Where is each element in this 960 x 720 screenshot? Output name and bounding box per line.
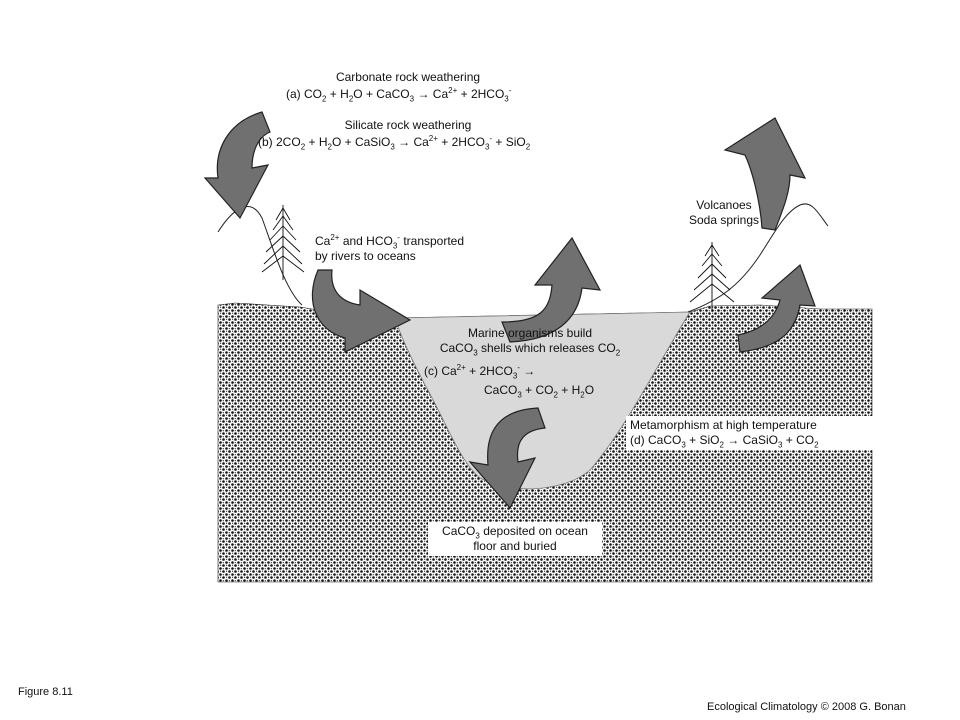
left-hill-line <box>217 206 303 306</box>
metamorphism-label: Metamorphism at high temperature (d) CaC… <box>626 416 876 450</box>
arrow-ocean-release-icon <box>501 236 602 343</box>
arrow-metamorphism-up-icon <box>737 263 816 353</box>
volcanoes-label: Volcanoes Soda springs <box>688 198 760 227</box>
reaction-c: (c) Ca2+ + 2HCO3- → <box>424 363 536 381</box>
arrow-weathering-down-icon <box>203 111 271 220</box>
silicate-weathering-title: Silicate rock weathering <box>344 118 472 132</box>
arrow-rivers-icon <box>311 269 412 353</box>
arrow-volcanic-up-icon <box>723 117 807 231</box>
rivers-transport-label: Ca2+ and HCO3- transported by rivers to … <box>315 233 465 264</box>
deposited-label: CaCO3 deposited on ocean floor and burie… <box>428 522 602 556</box>
carbonate-weathering-title: Carbonate rock weathering <box>335 70 481 84</box>
right-hill-line <box>687 203 829 313</box>
tree-icon-right <box>689 242 735 312</box>
reaction-a: (a) CO2 + H2O + CaCO3 → Ca2+ + 2HCO3- <box>286 86 512 104</box>
arrow-deposit-down-icon <box>468 407 546 510</box>
tree-icon-left <box>261 205 305 280</box>
marine-organisms-label: Marine organisms build CaCO3 shells whic… <box>439 326 621 358</box>
figure-number: Figure 8.11 <box>18 686 73 698</box>
reaction-b: (b) 2CO2 + H2O + CaSiO3 → Ca2+ + 2HCO3- … <box>258 134 531 152</box>
reaction-c-products: CaCO3 + CO2 + H2O <box>484 383 595 400</box>
copyright-credit: Ecological Climatology © 2008 G. Bonan <box>707 701 906 713</box>
